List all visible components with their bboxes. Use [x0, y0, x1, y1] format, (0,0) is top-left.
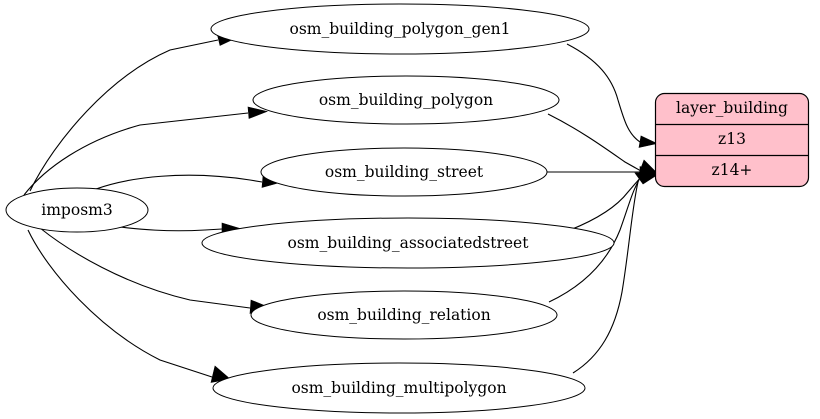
osm-building-associatedstreet-label: osm_building_associatedstreet [288, 234, 530, 252]
layer-building-title: layer_building [676, 99, 788, 117]
osm-building-associatedstreet-ellipse[interactable] [201, 217, 615, 269]
edge-osm-building-multipolygon-to-layer-z14plus [572, 172, 658, 374]
osm-building-polygon-gen1-label: osm_building_polygon_gen1 [290, 20, 511, 38]
node-layer-building[interactable]: layer_building z13 z14+ [654, 92, 810, 188]
osm-building-multipolygon-ellipse[interactable] [212, 362, 586, 414]
imposm3-label: imposm3 [41, 201, 112, 219]
edge-imposm3-to-osm-building-street [95, 174, 281, 190]
node-osm-building-associatedstreet[interactable]: osm_building_associatedstreet [201, 217, 615, 269]
node-osm-building-relation[interactable]: osm_building_relation [250, 290, 558, 340]
layer-building-row-z13[interactable]: z13 [718, 130, 746, 148]
edge-group-tables-to-layer [547, 43, 658, 374]
node-osm-building-street[interactable]: osm_building_street [260, 147, 548, 197]
node-osm-building-polygon-gen1[interactable]: osm_building_polygon_gen1 [210, 3, 590, 55]
osm-building-relation-ellipse[interactable] [250, 290, 558, 340]
osm-building-street-label: osm_building_street [325, 163, 484, 181]
osm-building-multipolygon-label: osm_building_multipolygon [291, 379, 506, 397]
node-osm-building-multipolygon[interactable]: osm_building_multipolygon [212, 362, 586, 414]
osm-building-polygon-ellipse[interactable] [252, 75, 560, 125]
imposm3-ellipse[interactable] [5, 187, 149, 233]
layer-building-box[interactable] [654, 92, 810, 188]
edge-imposm3-to-osm-building-polygon-gen1 [29, 32, 238, 192]
osm-building-polygon-gen1-ellipse[interactable] [210, 3, 590, 55]
edge-imposm3-to-osm-building-polygon [23, 106, 269, 196]
osm-building-relation-label: osm_building_relation [317, 306, 490, 324]
layer-building-row-z14plus[interactable]: z14+ [712, 161, 753, 179]
edge-imposm3-to-osm-building-multipolygon [27, 229, 231, 383]
osm-building-polygon-label: osm_building_polygon [319, 91, 493, 109]
node-imposm3[interactable]: imposm3 [5, 187, 149, 233]
edge-osm-building-polygon-gen1-to-layer-z13 [566, 43, 658, 148]
node-osm-building-polygon[interactable]: osm_building_polygon [252, 75, 560, 125]
osm-building-street-ellipse[interactable] [260, 147, 548, 197]
